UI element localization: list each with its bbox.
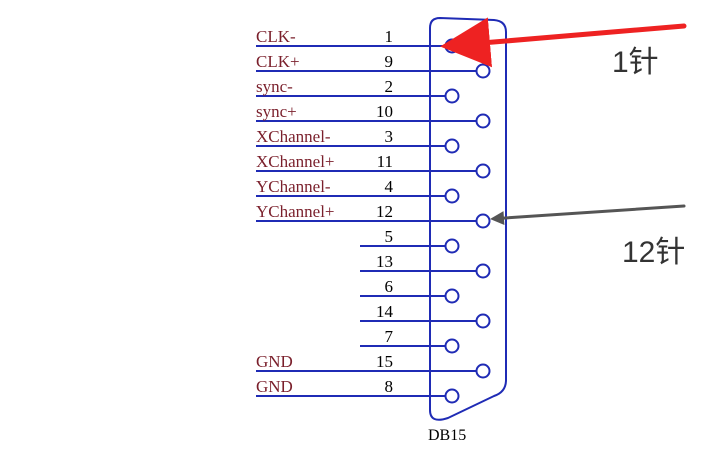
pin-7-contact — [444, 338, 460, 354]
annotation-arrow-pin-12 — [496, 204, 686, 220]
signal-label-pin-2: sync- — [256, 77, 293, 96]
signal-label-pin-9: CLK+ — [256, 52, 300, 71]
pin-number-2: 2 — [385, 77, 394, 96]
pin-11-contact — [475, 163, 491, 179]
signal-label-pin-11: XChannel+ — [256, 152, 335, 171]
pin-4-contact — [444, 188, 460, 204]
pin-12-contact — [475, 213, 491, 229]
signal-label-pin-12: YChannel+ — [256, 202, 335, 221]
annotation-arrowhead-pin-12 — [490, 211, 505, 226]
pin-number-14: 14 — [376, 302, 394, 321]
pin-number-9: 9 — [385, 52, 394, 71]
connector-name-label: DB15 — [428, 427, 466, 444]
db15-connector-shell — [429, 16, 507, 421]
pin-number-13: 13 — [376, 252, 393, 271]
pin-annotations: 1针 12针 — [440, 17, 687, 269]
pin-10-contact — [475, 113, 491, 129]
pin-number-15: 15 — [376, 352, 393, 371]
pin-3-contact — [444, 138, 460, 154]
signal-label-pin-8: GND — [256, 377, 293, 396]
signal-label-pin-10: sync+ — [256, 102, 297, 121]
pin-15-contact — [475, 363, 491, 379]
pin-number-1: 1 — [385, 27, 394, 46]
pin-number-6: 6 — [385, 277, 394, 296]
pin-number-11: 11 — [377, 152, 393, 171]
pin-13-contact — [475, 263, 491, 279]
pin-2-contact — [444, 88, 460, 104]
pin-6-contact — [444, 288, 460, 304]
pin-number-12: 12 — [376, 202, 393, 221]
pin-number-7: 7 — [385, 327, 394, 346]
pin-number-3: 3 — [385, 127, 394, 146]
annotation-label-pin-1: 1针 — [612, 46, 659, 79]
signal-label-pin-15: GND — [256, 352, 293, 371]
pin-8-contact — [444, 388, 460, 404]
signal-label-pin-1: CLK- — [256, 27, 296, 46]
pin-1-contact — [444, 38, 460, 54]
pin-wires — [256, 45, 477, 397]
annotation-label-pin-12: 12针 — [622, 236, 685, 269]
pin-number-10: 10 — [376, 102, 393, 121]
pin-9-contact — [475, 63, 491, 79]
pin-number-8: 8 — [385, 377, 394, 396]
annotation-arrow-pin-1 — [440, 17, 687, 68]
pin-5-contact — [444, 238, 460, 254]
pin-labels: 1 CLK- 9 CLK+ 2 sync- 10 sync+ 3 XChannel- 11 XChan… — [256, 27, 394, 396]
signal-label-pin-4: YChannel- — [256, 177, 331, 196]
pin-number-4: 4 — [385, 177, 394, 196]
pin-number-5: 5 — [385, 227, 394, 246]
pin-14-contact — [475, 313, 491, 329]
db15-shell-outline — [429, 16, 507, 421]
signal-label-pin-3: XChannel- — [256, 127, 331, 146]
